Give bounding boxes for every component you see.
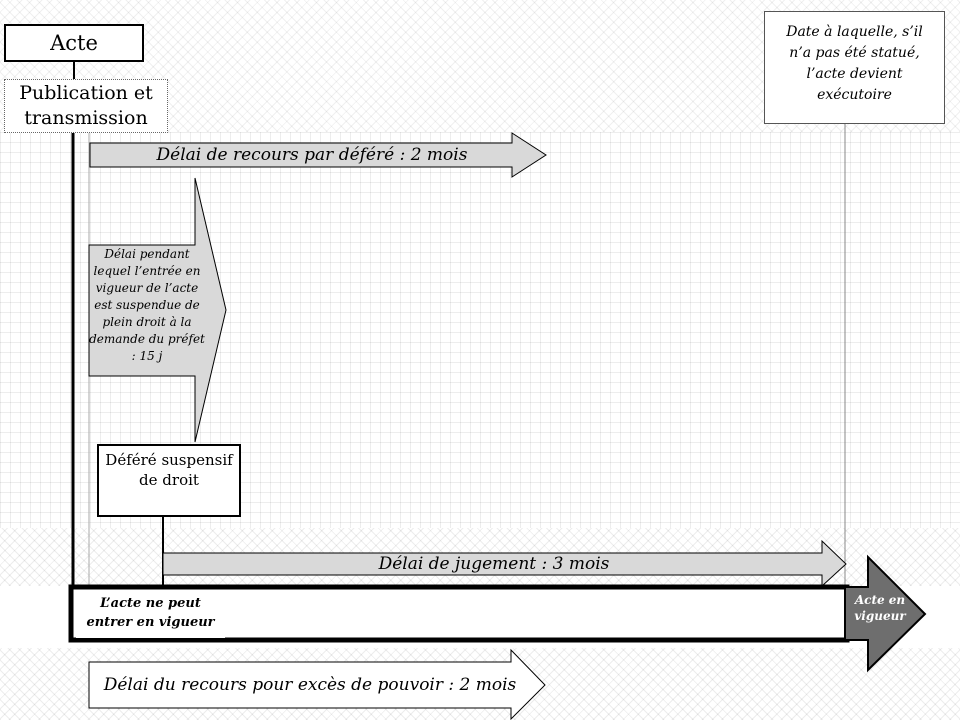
- jugement-label: Délai de jugement : 3 mois: [378, 554, 610, 574]
- defere-suspensif-box: Déféré suspensif de droit: [97, 444, 241, 517]
- publication-box: Publication et transmission: [4, 79, 168, 133]
- suspension-arrow: [88, 177, 227, 443]
- ne-peut-entrer-label: L’acte ne peut entrer en vigueur: [86, 596, 215, 630]
- acte-box: Acte: [4, 24, 144, 62]
- recours-defere-arrow: [89, 132, 547, 178]
- acte-label: Acte: [50, 31, 98, 55]
- exces-pouvoir-arrow: [88, 648, 546, 720]
- jugement-arrow: [162, 539, 847, 588]
- date-executoire-label: Date à laquelle, s’il n’a pas été statué…: [786, 24, 923, 103]
- suspension-label: Délai pendant lequel l’entrée en vigueur…: [89, 247, 205, 363]
- recours-defere-label: Délai de recours par déféré : 2 mois: [156, 145, 468, 165]
- exces-pouvoir-label: Délai du recours pour excès de pouvoir :…: [103, 675, 517, 695]
- date-executoire-box: Date à laquelle, s’il n’a pas été statué…: [764, 11, 945, 124]
- timeline-arrow-head: [844, 554, 927, 673]
- ne-peut-entrer-box: L’acte ne peut entrer en vigueur: [76, 590, 225, 638]
- defere-suspensif-label: Déféré suspensif de droit: [105, 451, 233, 489]
- acte-en-vigueur-label: Acte en vigueur: [854, 593, 906, 623]
- publication-label: Publication et transmission: [19, 82, 153, 129]
